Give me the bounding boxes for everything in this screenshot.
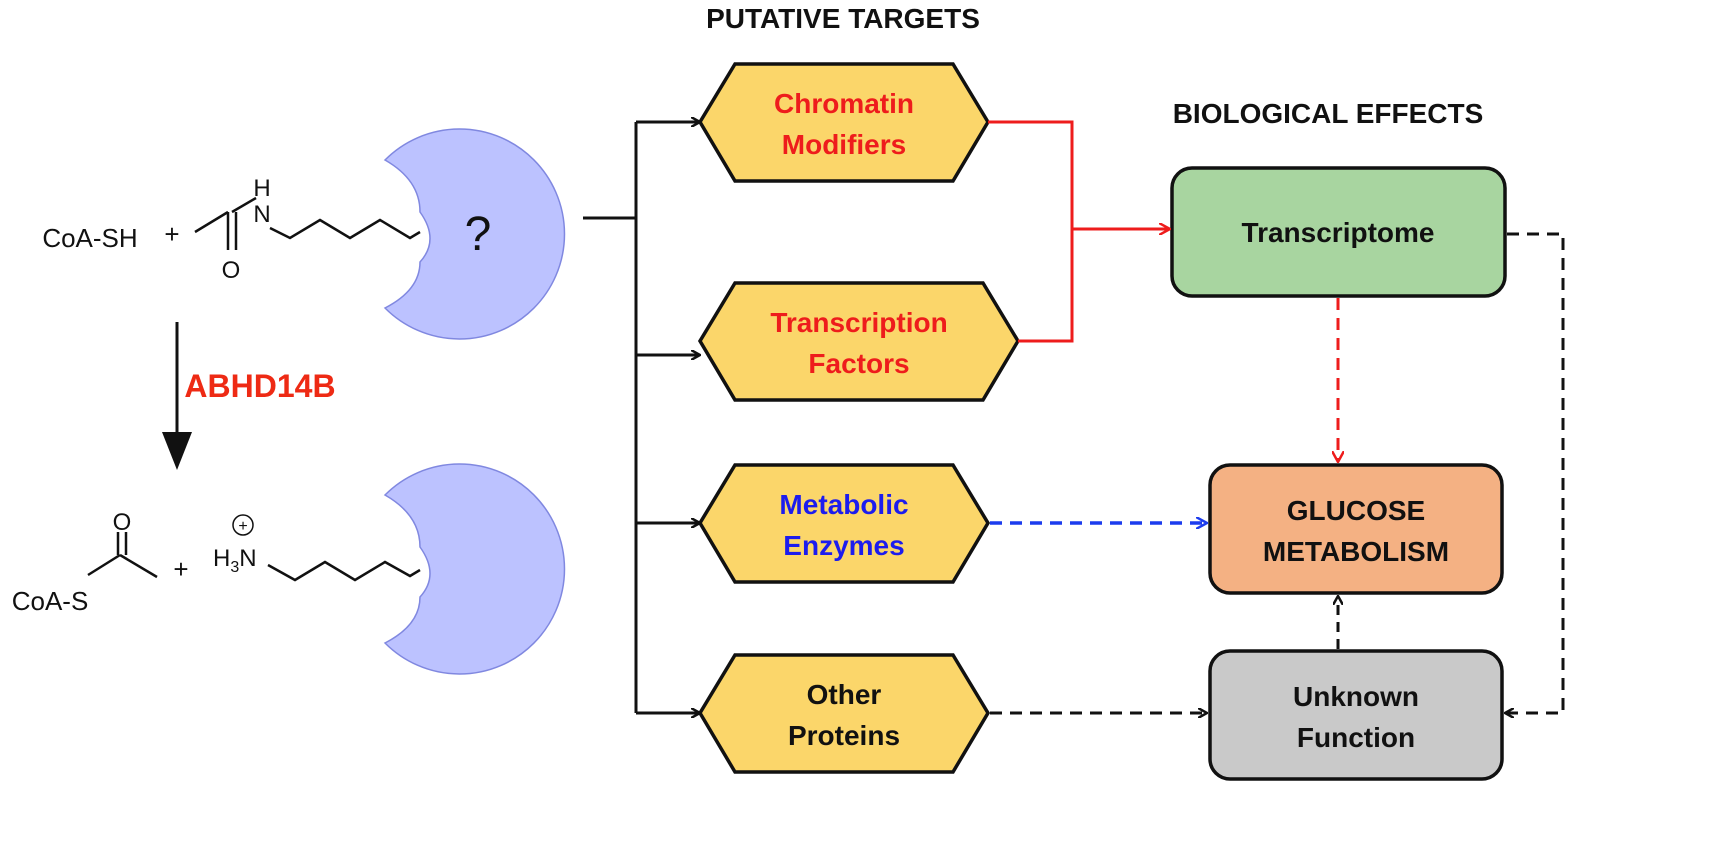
target-other-proteins: Other Proteins	[697, 653, 991, 774]
lysine-structure	[267, 560, 421, 582]
plus-sign-1: +	[164, 219, 179, 249]
positive-charge-sign: +	[238, 518, 247, 535]
amide-h-label: H	[253, 175, 270, 202]
product-o-label: O	[113, 509, 132, 536]
target-other-line2: Proteins	[788, 720, 900, 751]
target-metabolic-line2: Enzymes	[783, 530, 904, 561]
enzyme-label-abhd14b: ABHD14B	[184, 368, 335, 404]
putative-targets-header: PUTATIVE TARGETS	[706, 3, 980, 34]
reactant-coa-sh: CoA-SH	[42, 223, 137, 253]
reaction-arrowhead	[162, 432, 192, 470]
effect-glucose-line1: GLUCOSE	[1287, 495, 1425, 526]
target-other-line1: Other	[807, 679, 882, 710]
target-transcription-line1: Transcription	[770, 307, 947, 338]
black-dashed-loop-transcriptome-to-unknown	[1505, 232, 1565, 713]
target-chromatin-line1: Chromatin	[774, 88, 914, 119]
target-metabolic-enzymes: Metabolic Enzymes	[697, 463, 991, 584]
target-transcription-line2: Factors	[808, 348, 909, 379]
target-metabolic-line1: Metabolic	[779, 489, 908, 520]
product-coa-s: CoA-S	[12, 586, 89, 616]
amide-o-label: O	[222, 257, 241, 284]
effect-glucose-metabolism: GLUCOSE METABOLISM	[1208, 463, 1504, 595]
amide-n-label: N	[253, 201, 270, 228]
effect-unknown-line1: Unknown	[1293, 681, 1419, 712]
effect-unknown-line2: Function	[1297, 722, 1415, 753]
branch-connector	[583, 122, 638, 713]
acetyl-coa-structure	[87, 532, 158, 579]
target-chromatin-line2: Modifiers	[782, 129, 906, 160]
red-connector-transcription	[1018, 229, 1074, 343]
amine-h3n-label: H3N	[213, 545, 257, 576]
enzyme-shape-top	[383, 128, 566, 340]
effect-transcriptome-label: Transcriptome	[1242, 217, 1435, 248]
red-connector-chromatin	[988, 120, 1074, 229]
positive-charge-circle	[232, 514, 254, 536]
unknown-question-mark: ?	[465, 208, 492, 261]
target-chromatin-modifiers: Chromatin Modifiers	[697, 62, 991, 183]
biological-effects-header: BIOLOGICAL EFFECTS	[1173, 98, 1484, 129]
target-transcription-factors: Transcription Factors	[697, 281, 1021, 402]
effect-unknown-function: Unknown Function	[1208, 649, 1504, 781]
acetyl-lysine-structure	[194, 196, 421, 250]
effect-transcriptome: Transcriptome	[1170, 166, 1507, 298]
plus-sign-2: +	[173, 554, 188, 584]
enzyme-shape-bottom	[383, 463, 566, 675]
effect-glucose-line2: METABOLISM	[1263, 536, 1449, 567]
